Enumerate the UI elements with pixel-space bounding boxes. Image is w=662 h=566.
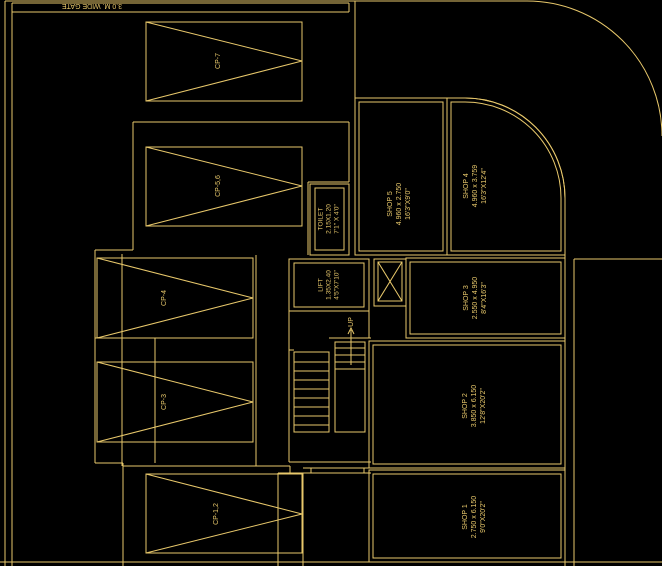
service-duct (373, 258, 407, 307)
parking-label-cp-4: CP-4 (161, 290, 168, 306)
lift-label: LIFT 1.35X2.40 4'5"X7'10" (318, 270, 341, 300)
shop-1-label: SHOP 1 2.750 x 6.150 9'0"X20'2" (462, 496, 487, 539)
svg-text:4'5"X7'10": 4'5"X7'10" (334, 270, 341, 300)
svg-text:9'0"X20'2": 9'0"X20'2" (480, 501, 487, 533)
svg-text:LIFT: LIFT (318, 278, 325, 291)
shop-2-label: SHOP 2 3.850 x 6.150 12'8"X20'2" (462, 385, 487, 428)
parking-label-cp-1-2: CP-1,2 (213, 503, 220, 525)
svg-text:SHOP 3: SHOP 3 (463, 285, 470, 311)
svg-text:SHOP 1: SHOP 1 (462, 504, 469, 530)
svg-text:4.960 x 3.759: 4.960 x 3.759 (472, 165, 479, 208)
svg-text:1.35X2.40: 1.35X2.40 (326, 270, 333, 300)
shop-1 (368, 469, 566, 563)
svg-text:12'8"X20'2": 12'8"X20'2" (480, 388, 487, 424)
toilet-label: TOILET 2.15X1.20 7'1" X 4'0" (318, 204, 341, 234)
svg-text:2.15X1.20: 2.15X1.20 (326, 204, 333, 234)
svg-text:3.850 x 6.150: 3.850 x 6.150 (471, 385, 478, 428)
svg-text:16'3"X9'0": 16'3"X9'0" (405, 188, 412, 220)
toilet-room (309, 183, 350, 256)
gate-label: 3.0 M. WIDE GATE (62, 2, 122, 9)
parking-label-cp-3: CP-3 (161, 394, 168, 410)
parking-bay-cp-7 (145, 21, 303, 102)
shop-5-label: SHOP 5 4.960 x 2.750 16'3"X9'0" (387, 183, 412, 226)
svg-text:SHOP 4: SHOP 4 (463, 173, 470, 199)
shop-3 (405, 257, 566, 339)
shop-4 (446, 97, 566, 256)
svg-text:SHOP 2: SHOP 2 (462, 393, 469, 419)
svg-text:4.960 x 2.750: 4.960 x 2.750 (396, 183, 403, 226)
parking-bay-cp-3 (96, 361, 254, 443)
lift-shaft (288, 258, 370, 350)
svg-text:7'1" X 4'0": 7'1" X 4'0" (334, 204, 341, 234)
parking-bay-cp-4 (96, 257, 254, 339)
stair-up-label: UP (348, 317, 355, 327)
svg-text:TOILET: TOILET (318, 208, 325, 231)
parking-bay-cp-1-2 (145, 473, 303, 554)
svg-text:2.750 x 6.150: 2.750 x 6.150 (471, 496, 478, 539)
parking-label-cp-5-6: CP-5,6 (215, 175, 222, 197)
shop-4-label: SHOP 4 4.960 x 3.759 16'3"X12'4" (463, 165, 488, 208)
shop-3-label: SHOP 3 2.550 x 4.950 8'4"X16'3" (463, 277, 488, 320)
svg-text:2.550 x 4.950: 2.550 x 4.950 (472, 277, 479, 320)
staircase (288, 326, 371, 463)
svg-text:8'4"X16'3": 8'4"X16'3" (481, 282, 488, 314)
shop-5 (354, 97, 448, 256)
parking-zone-outline (94, 121, 371, 566)
svg-text:SHOP 5: SHOP 5 (387, 191, 394, 217)
shop-2 (368, 340, 566, 469)
svg-text:16'3"X12'4": 16'3"X12'4" (481, 168, 488, 204)
parking-label-cp-7: CP-7 (215, 53, 222, 69)
parking-bay-cp-5-6 (145, 146, 303, 227)
